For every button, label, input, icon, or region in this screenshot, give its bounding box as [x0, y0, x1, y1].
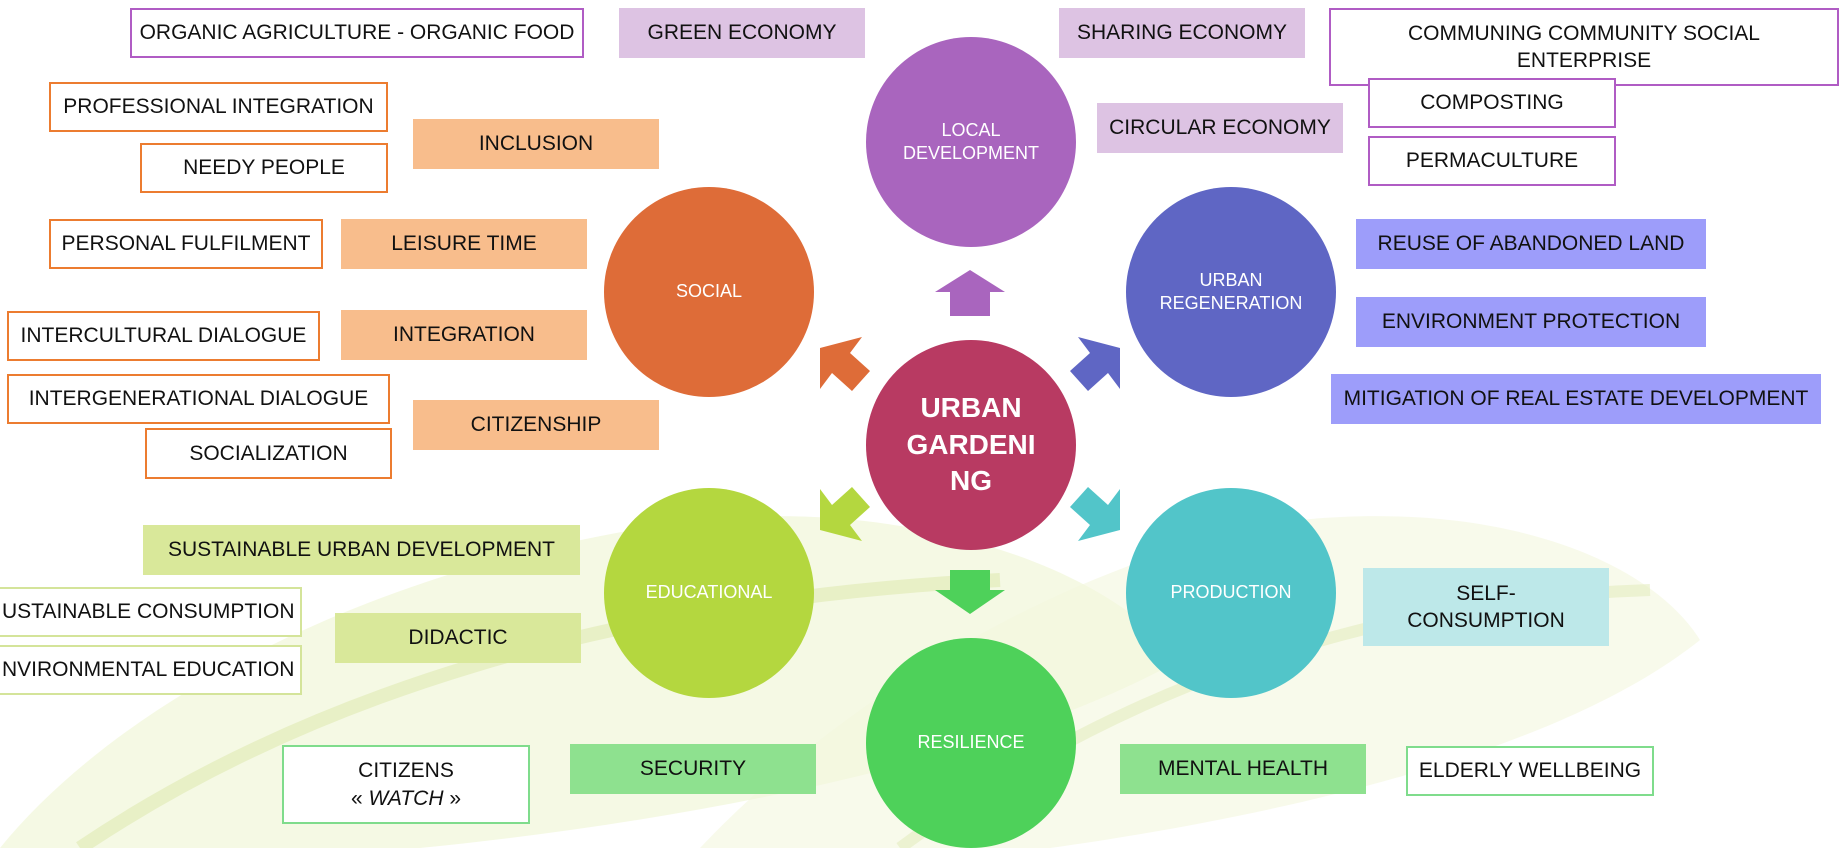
label-personal-fulfilment: PERSONAL FULFILMENT [49, 219, 323, 269]
label-integration: INTEGRATION [341, 310, 587, 360]
arrow-down-left-icon [820, 487, 870, 541]
label-composting-text: COMPOSTING [1420, 91, 1564, 115]
label-security-text: SECURITY [639, 757, 747, 781]
node-local-development: LOCAL DEVELOPMENT [866, 37, 1076, 247]
node-educational: EDUCATIONAL [604, 488, 814, 698]
label-communing-line1: COMMUNING COMMUNITY SOCIAL [1408, 21, 1760, 45]
label-citizens-watch: CITIZENS « WATCH » [282, 745, 530, 824]
label-socialization-text: SOCIALIZATION [189, 441, 348, 465]
label-professional-integration-text: PROFESSIONAL INTEGRATION [63, 95, 374, 119]
arrow-up-right-icon [1070, 337, 1120, 391]
label-inclusion-text: INCLUSION [478, 132, 594, 156]
center-label-line2: GARDENI [906, 428, 1036, 460]
label-reuse-abandoned-land-text: REUSE OF ABANDONED LAND [1377, 232, 1685, 256]
label-permaculture-text: PERMACULTURE [1405, 149, 1579, 173]
node-educational-label: EDUCATIONAL [645, 582, 773, 603]
label-intercultural-dialogue: INTERCULTURAL DIALOGUE [7, 311, 320, 361]
label-elderly-wellbeing-text: ELDERLY WELLBEING [1418, 759, 1642, 783]
label-intergenerational-dialogue: INTERGENERATIONAL DIALOGUE [7, 374, 390, 424]
node-social-label: SOCIAL [675, 281, 743, 302]
label-environment-protection-text: ENVIRONMENT PROTECTION [1381, 310, 1681, 334]
label-communing-line2: ENTERPRISE [1516, 49, 1652, 72]
label-organic-agriculture-text: ORGANIC AGRICULTURE - ORGANIC FOOD [139, 21, 575, 45]
label-sustainable-urban-development-text: SUSTAINABLE URBAN DEVELOPMENT [167, 538, 556, 562]
label-sustainable-urban-development: SUSTAINABLE URBAN DEVELOPMENT [143, 525, 580, 575]
label-communing: COMMUNING COMMUNITY SOCIAL ENTERPRISE [1329, 8, 1839, 86]
node-resilience-label: RESILIENCE [917, 732, 1025, 753]
label-citizens-quote-close: » [443, 786, 462, 810]
label-citizens-line1: CITIZENS [358, 759, 454, 783]
label-elderly-wellbeing: ELDERLY WELLBEING [1406, 746, 1654, 796]
label-environmental-education-text: NVIRONMENTAL EDUCATION [2, 658, 295, 682]
label-composting: COMPOSTING [1368, 78, 1616, 128]
label-mental-health-text: MENTAL HEALTH [1158, 757, 1328, 781]
label-integration-text: INTEGRATION [393, 323, 535, 347]
node-urban-regeneration-line1: URBAN [1199, 269, 1263, 290]
label-reuse-abandoned-land: REUSE OF ABANDONED LAND [1356, 219, 1706, 269]
label-circular-economy-text: CIRCULAR ECONOMY [1109, 116, 1331, 140]
label-citizens-quote-open: « [350, 786, 369, 810]
node-urban-regeneration: URBAN REGENERATION [1126, 187, 1336, 397]
node-resilience: RESILIENCE [866, 638, 1076, 848]
arrow-down-icon [935, 570, 1005, 614]
label-citizenship-text: CITIZENSHIP [470, 413, 602, 437]
label-security: SECURITY [570, 744, 816, 794]
label-green-economy: GREEN ECONOMY [619, 8, 865, 58]
label-citizens-line2: « WATCH » [351, 785, 461, 812]
label-needy-people: NEEDY PEOPLE [140, 143, 388, 193]
label-leisure-time: LEISURE TIME [341, 219, 587, 269]
label-didactic: DIDACTIC [335, 613, 581, 663]
arrow-up-icon [935, 270, 1005, 316]
label-professional-integration: PROFESSIONAL INTEGRATION [49, 82, 388, 132]
node-urban-regeneration-line2: REGENERATION [1159, 293, 1303, 313]
center-label-line1: URBAN [920, 392, 1022, 424]
node-production: PRODUCTION [1126, 488, 1336, 698]
label-didactic-text: DIDACTIC [408, 626, 508, 650]
label-sustainable-consumption: USTAINABLE CONSUMPTION [0, 587, 302, 637]
label-leisure-time-text: LEISURE TIME [391, 232, 537, 256]
label-inclusion: INCLUSION [413, 119, 659, 169]
center-circle-urban-gardening: URBAN GARDENI NG [866, 340, 1076, 550]
label-green-economy-text: GREEN ECONOMY [647, 21, 837, 45]
label-mitigation-real-estate-text: MITIGATION OF REAL ESTATE DEVELOPMENT [1343, 387, 1809, 411]
node-production-label: PRODUCTION [1170, 582, 1292, 603]
label-self-consumption-line1: SELF- [1456, 581, 1516, 605]
label-mental-health: MENTAL HEALTH [1120, 744, 1366, 794]
label-sustainable-consumption-text: USTAINABLE CONSUMPTION [2, 600, 295, 624]
node-social: SOCIAL [604, 187, 814, 397]
label-personal-fulfilment-text: PERSONAL FULFILMENT [61, 232, 311, 256]
label-mitigation-real-estate: MITIGATION OF REAL ESTATE DEVELOPMENT [1331, 374, 1821, 424]
label-intergenerational-dialogue-text: INTERGENERATIONAL DIALOGUE [28, 387, 369, 411]
label-needy-people-text: NEEDY PEOPLE [183, 156, 345, 180]
arrow-up-left-icon [820, 337, 870, 391]
label-citizens-watch-word: WATCH [368, 786, 444, 810]
arrow-down-right-icon [1070, 487, 1120, 541]
label-sharing-economy-text: SHARING ECONOMY [1076, 21, 1288, 45]
label-permaculture: PERMACULTURE [1368, 136, 1616, 186]
label-citizenship: CITIZENSHIP [413, 400, 659, 450]
label-self-consumption-line2: CONSUMPTION [1407, 609, 1565, 632]
label-circular-economy: CIRCULAR ECONOMY [1097, 103, 1343, 153]
label-environmental-education: NVIRONMENTAL EDUCATION [0, 645, 302, 695]
node-local-development-line2: DEVELOPMENT [902, 143, 1040, 163]
label-environment-protection: ENVIRONMENT PROTECTION [1356, 297, 1706, 347]
label-socialization: SOCIALIZATION [145, 428, 392, 479]
node-local-development-line1: LOCAL [941, 119, 1001, 140]
center-label-line3: NG [950, 465, 992, 497]
label-self-consumption: SELF- CONSUMPTION [1363, 568, 1609, 646]
label-organic-agriculture: ORGANIC AGRICULTURE - ORGANIC FOOD [130, 8, 584, 58]
label-intercultural-dialogue-text: INTERCULTURAL DIALOGUE [20, 324, 307, 348]
label-sharing-economy: SHARING ECONOMY [1059, 8, 1305, 58]
